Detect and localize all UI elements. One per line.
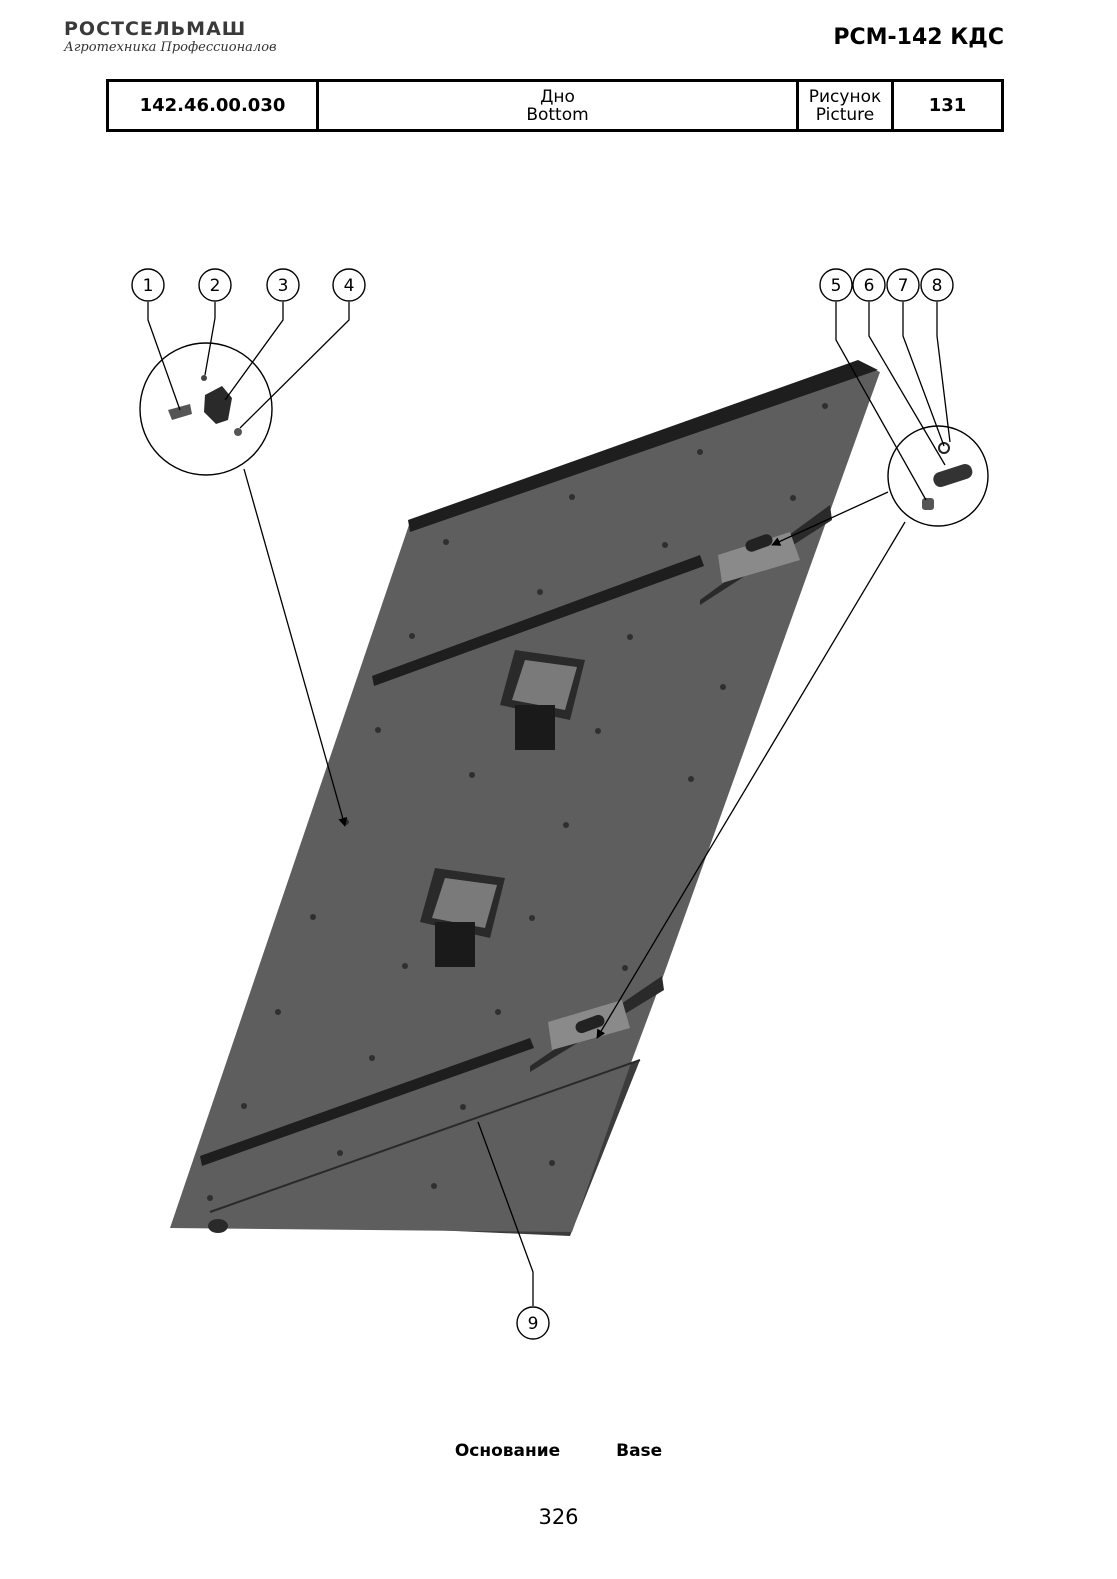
detail-bubble-right bbox=[887, 425, 989, 527]
callout-7: 7 bbox=[886, 268, 920, 302]
brand-tagline: Агротехника Профессионалов bbox=[64, 40, 277, 55]
figure-caption: Основание Base bbox=[0, 1441, 1117, 1461]
plate-top-face bbox=[170, 363, 880, 1232]
plate-bottom-rail bbox=[200, 1038, 534, 1166]
picture-label-en: Picture bbox=[815, 104, 875, 125]
callout-2-label: 2 bbox=[210, 276, 221, 296]
detail-bubble-left bbox=[139, 342, 273, 476]
callout-9-label: 9 bbox=[528, 1314, 539, 1334]
part-name-ru: Дно bbox=[540, 86, 575, 107]
part-name-en: Bottom bbox=[526, 104, 589, 125]
picture-number: 131 bbox=[928, 94, 967, 116]
page-number: 326 bbox=[538, 1505, 579, 1529]
plate-top-rail bbox=[408, 360, 878, 532]
callout-4: 4 bbox=[332, 268, 366, 302]
plate-mid-rail bbox=[372, 555, 704, 686]
callout-3: 3 bbox=[266, 268, 300, 302]
callout-5-label: 5 bbox=[831, 276, 842, 296]
callout-9: 9 bbox=[516, 1306, 550, 1340]
leader-lines bbox=[147, 302, 951, 1306]
callout-4-label: 4 bbox=[344, 276, 355, 296]
brand-name: РОСТСЕЛЬМАШ bbox=[64, 18, 247, 40]
model-name: РСМ-142 КДС bbox=[833, 25, 1004, 50]
caption-ru: Основание bbox=[454, 1441, 561, 1461]
plate-fold-line bbox=[209, 1059, 641, 1213]
part-name-cell: Дно Bottom bbox=[319, 82, 799, 129]
callout-6-label: 6 bbox=[864, 276, 875, 296]
title-block: 142.46.00.030 Дно Bottom Рисунок Picture… bbox=[106, 79, 1004, 132]
bottom-plate bbox=[170, 360, 880, 1236]
brand-logo: РОСТСЕЛЬМАШ Агротехника Профессионалов bbox=[64, 18, 314, 56]
callout-2: 2 bbox=[198, 268, 232, 302]
callout-8-label: 8 bbox=[932, 276, 943, 296]
picture-label-cell: Рисунок Picture bbox=[799, 82, 894, 129]
hinge-bottom bbox=[548, 1000, 630, 1050]
callout-1: 1 bbox=[131, 268, 165, 302]
callout-8: 8 bbox=[920, 268, 954, 302]
callout-3-label: 3 bbox=[278, 276, 289, 296]
caption-en: Base bbox=[616, 1441, 663, 1461]
part-number-cell: 142.46.00.030 bbox=[109, 82, 319, 129]
picture-label-ru: Рисунок bbox=[808, 86, 882, 107]
callout-1-label: 1 bbox=[143, 276, 154, 296]
part-number: 142.46.00.030 bbox=[139, 94, 286, 116]
callout-6: 6 bbox=[852, 268, 886, 302]
socket-upper bbox=[500, 650, 585, 750]
callout-5: 5 bbox=[819, 268, 853, 302]
socket-lower bbox=[420, 868, 505, 967]
picture-number-cell: 131 bbox=[894, 82, 1001, 129]
plate-foot bbox=[208, 1219, 228, 1233]
bolt-holes bbox=[207, 403, 828, 1201]
callout-7-label: 7 bbox=[898, 276, 909, 296]
